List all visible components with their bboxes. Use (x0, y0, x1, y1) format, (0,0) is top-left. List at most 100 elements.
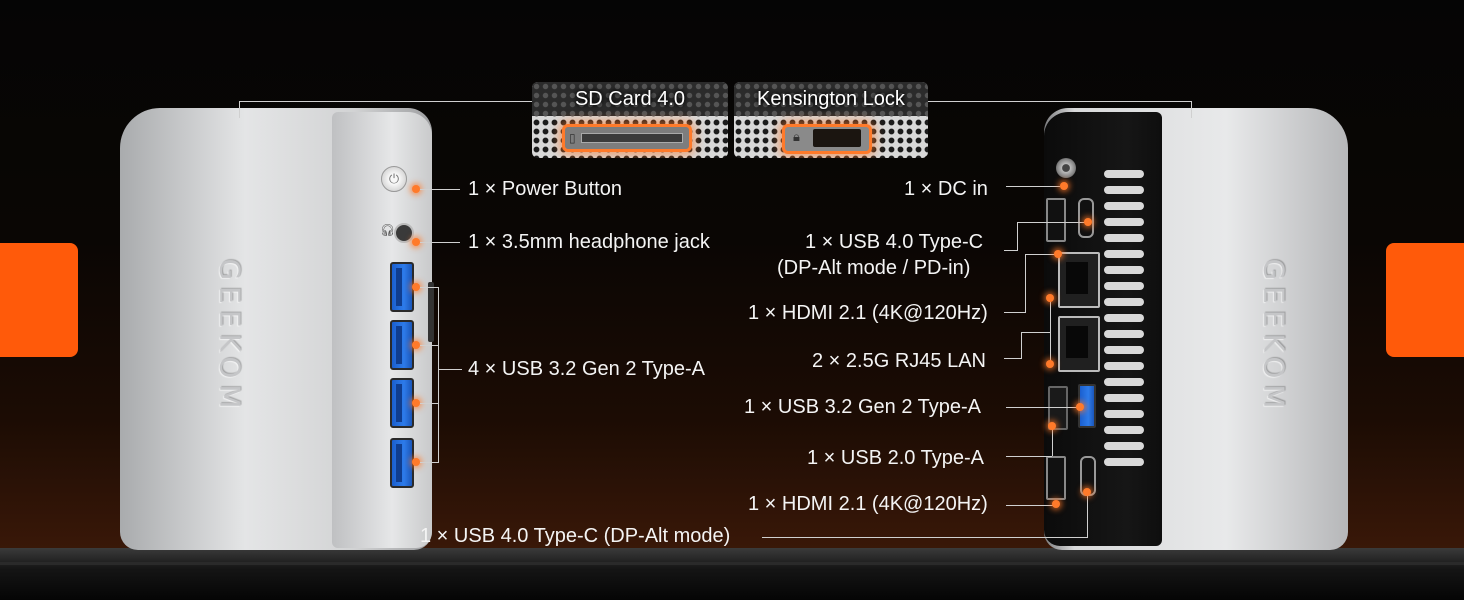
leader-line (1004, 250, 1018, 251)
headphone-jack-port (394, 223, 414, 243)
label-headphone-jack: 1 × 3.5mm headphone jack (468, 231, 710, 253)
vent-slot (1104, 426, 1144, 434)
leader-line (1025, 254, 1026, 312)
headphone-icon: 🎧︎ (380, 223, 396, 237)
label-usb32: 1 × USB 3.2 Gen 2 Type-A (744, 396, 981, 418)
label-dc-in: 1 × DC in (904, 178, 988, 200)
front-usb-port-1 (390, 262, 414, 312)
leader-bracket (438, 287, 439, 463)
leader-line (1017, 222, 1085, 223)
leader-line (1006, 407, 1078, 408)
vent-slot (1104, 442, 1144, 450)
vent-slot (1104, 330, 1144, 338)
marker-dot (412, 283, 420, 291)
sd-card-icon: ▯ (569, 131, 576, 145)
sd-card-callout-header: SD Card 4.0 (532, 82, 728, 116)
marker-dot (1076, 403, 1084, 411)
front-usb-port-4 (390, 438, 414, 488)
brand-logo-right: GEEKOM (1257, 258, 1291, 415)
rear-hdmi-port-top (1046, 198, 1066, 242)
next-slide-button[interactable] (1386, 243, 1464, 357)
prev-slide-button[interactable] (0, 243, 78, 357)
label-power-button: 1 × Power Button (468, 178, 622, 200)
label-usb20: 1 × USB 2.0 Type-A (807, 447, 984, 469)
marker-dot (412, 185, 420, 193)
marker-dot (1060, 182, 1068, 190)
leader-line (420, 462, 438, 463)
vent-slot (1104, 218, 1144, 226)
vent-slot (1104, 186, 1144, 194)
leader-line (1050, 298, 1051, 364)
vent-slot (1104, 458, 1144, 466)
label-usb4-top-line2: (DP-Alt mode / PD-in) (777, 257, 971, 279)
vent-slot (1104, 170, 1144, 178)
vent-slot (1104, 378, 1144, 386)
dc-in-port (1056, 158, 1076, 178)
vent-slot (1104, 234, 1144, 242)
kensington-callout-title: Kensington Lock (757, 87, 905, 110)
lock-icon: 🔒︎ (793, 129, 800, 144)
leader-line (420, 242, 460, 243)
marker-dot (1084, 218, 1092, 226)
vent-slot (1104, 410, 1144, 418)
kensington-callout-header: Kensington Lock (734, 82, 928, 116)
leader-line-kensington-drop (1191, 101, 1192, 118)
marker-dot (1083, 488, 1091, 496)
marker-dot (1046, 360, 1054, 368)
leader-line (1052, 428, 1053, 456)
leader-line (1025, 254, 1055, 255)
marker-dot (1054, 250, 1062, 258)
power-button-port: ⏻ (381, 166, 407, 192)
sd-card-callout-title: SD Card 4.0 (574, 87, 686, 110)
vent-slot (1104, 202, 1144, 210)
leader-line (1006, 505, 1054, 506)
front-usb-port-3 (390, 378, 414, 428)
marker-dot (412, 458, 420, 466)
kensington-slot-opening (813, 129, 861, 147)
vent-slot (1104, 346, 1144, 354)
rear-hdmi-port-bottom (1046, 456, 1066, 500)
label-front-usb: 4 × USB 3.2 Gen 2 Type-A (468, 358, 705, 380)
sd-card-slot: ▯ (562, 124, 692, 152)
leader-line (420, 345, 438, 346)
marker-dot (412, 399, 420, 407)
kensington-callout: Kensington Lock 🔒︎ (734, 82, 928, 158)
marker-dot (412, 341, 420, 349)
label-usb4-top-line1: 1 × USB 4.0 Type-C (805, 231, 984, 253)
brand-logo-left: GEEKOM (213, 258, 247, 415)
sd-slot-side (428, 282, 434, 342)
label-hdmi-top: 1 × HDMI 2.1 (4K@120Hz) (748, 302, 988, 324)
marker-dot (1052, 500, 1060, 508)
leader-line (1006, 186, 1060, 187)
vent-slot (1104, 266, 1144, 274)
leader-line (1021, 332, 1051, 333)
rj45-port-1 (1058, 252, 1100, 308)
label-rj45-lan: 2 × 2.5G RJ45 LAN (812, 350, 986, 372)
sd-card-callout: SD Card 4.0 ▯ (532, 82, 728, 158)
leader-line (1004, 312, 1026, 313)
marker-dot (412, 238, 420, 246)
leader-line (1017, 222, 1018, 250)
leader-line-kensington (928, 101, 1192, 102)
floor-edge (0, 562, 1464, 565)
vent-slot (1104, 362, 1144, 370)
leader-line-sd (239, 101, 532, 102)
kensington-slot: 🔒︎ (782, 124, 872, 154)
leader-line (1004, 358, 1022, 359)
leader-line (438, 369, 462, 370)
leader-line (1021, 332, 1022, 358)
vent-slot (1104, 298, 1144, 306)
rear-usb20-port (1048, 386, 1068, 430)
marker-dot (1048, 422, 1056, 430)
floor-surface (0, 548, 1464, 600)
front-usb-port-2 (390, 320, 414, 370)
vent-slot (1104, 282, 1144, 290)
rj45-port-2 (1058, 316, 1100, 372)
label-usb4-bottom: 1 × USB 4.0 Type-C (DP-Alt mode) (420, 525, 731, 547)
label-hdmi-bottom: 1 × HDMI 2.1 (4K@120Hz) (748, 493, 988, 515)
leader-line (1006, 456, 1052, 457)
vent-slot (1104, 394, 1144, 402)
leader-line-usb4-bottom (762, 537, 1088, 538)
power-icon: ⏻ (388, 171, 400, 186)
leader-line (420, 403, 438, 404)
